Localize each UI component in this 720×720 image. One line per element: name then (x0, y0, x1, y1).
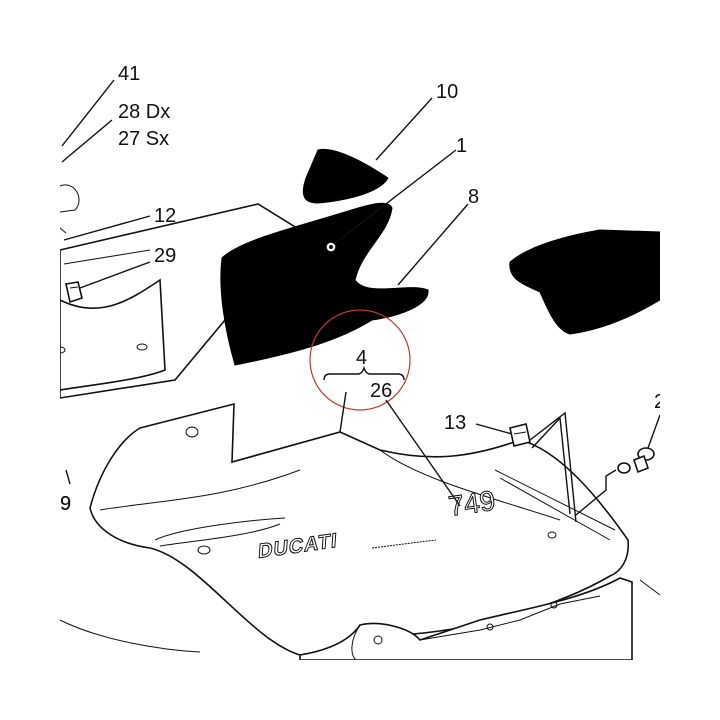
callout-2: 2 (654, 391, 665, 413)
callout-labels: 41 28 Dx 27 Sx 10 1 8 12 29 4 26 13 9 2 (60, 63, 665, 515)
fairing-model-logo: 749 (447, 485, 498, 522)
callout-13: 13 (444, 412, 466, 434)
decal-8 (220, 202, 429, 366)
frame-mask-bottom (0, 660, 720, 720)
callout-12: 12 (154, 205, 176, 227)
callout-9-overlay: 9 (60, 493, 71, 515)
callout-10: 10 (436, 81, 458, 103)
clip-29 (65, 281, 83, 304)
callout-4: 4 (356, 347, 367, 369)
decal-10 (302, 148, 389, 204)
callout-27-sx: 27 Sx (118, 128, 169, 150)
callout-29: 29 (154, 245, 176, 267)
leader-lines (61, 79, 661, 523)
clip-13 (509, 423, 531, 447)
callout-8: 8 (468, 186, 479, 208)
screw-1 (325, 241, 337, 253)
callout-1: 1 (456, 135, 467, 157)
lower-fairing (59, 577, 661, 661)
frame-mask-left (0, 0, 60, 720)
callout-26: 26 (370, 380, 392, 402)
screw-2 (617, 447, 655, 474)
highlight-circle (309, 309, 411, 411)
callout-41: 41 (118, 63, 140, 85)
callout-9: 9 (60, 493, 71, 515)
decal-right-side (509, 229, 661, 335)
frame-mask-right (660, 0, 720, 720)
callout-28-dx: 28 Dx (118, 101, 170, 123)
main-fairing: DUCATI 749 (89, 402, 630, 656)
